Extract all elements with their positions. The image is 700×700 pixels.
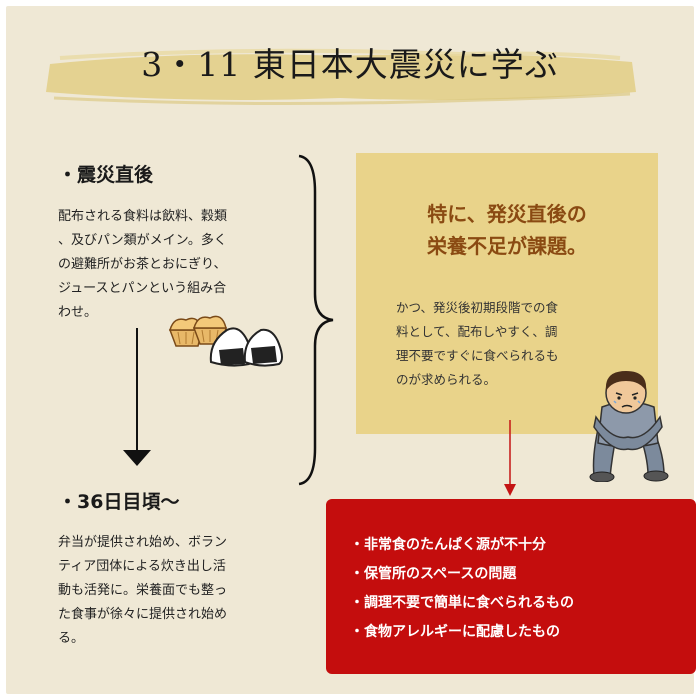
- section2-line: る。: [58, 631, 85, 646]
- issue-item: ・食物アレルギーに配慮したもの: [350, 624, 560, 640]
- section1-line: 、及びパン類がメイン。多く: [58, 233, 227, 248]
- highlight-heading-line: 栄養不足が課題。: [427, 234, 587, 258]
- timeline-arrow: [123, 328, 151, 466]
- worried-person-icon: [589, 371, 669, 482]
- highlight-line: のが求められる。: [396, 372, 497, 387]
- bread-icon: [168, 315, 227, 347]
- issue-item: ・非常食のたんぱく源が不十分: [350, 537, 546, 553]
- section2-text: 弁当が提供され始め、ボラン ティア団体による炊き出し活 動も活発に。栄養面でも整…: [58, 531, 227, 651]
- highlight-line: 料として、配布しやすく、調: [396, 324, 558, 339]
- section2-heading: ・36日目頃～: [58, 491, 180, 513]
- page-title: 3・11 東日本大震災に学ぶ: [141, 45, 559, 84]
- section2-line: た食事が徐々に提供され始め: [58, 607, 228, 622]
- section2-line: ティア団体による炊き出し活: [58, 559, 226, 574]
- section2-line: 弁当が提供され始め、ボラン: [58, 535, 228, 550]
- issue-item: ・調理不要で簡単に食べられるもの: [350, 595, 574, 611]
- issues-box: ・非常食のたんぱく源が不十分 ・保管所のスペースの問題 ・調理不要で簡単に食べら…: [326, 499, 696, 674]
- section1-line: の避難所がお茶とおにぎり、: [58, 257, 227, 272]
- highlight-line: 理不要ですぐに食べられるも: [396, 348, 559, 363]
- issue-item: ・保管所のスペースの問題: [350, 566, 517, 582]
- highlight-heading: 特に、発災直後の 栄養不足が課題。: [356, 198, 658, 262]
- section1-text: 配布される食料は飲料、穀類 、及びパン類がメイン。多く の避難所がお茶とおにぎり…: [58, 205, 227, 325]
- section2-line: 動も活発に。栄養面でも整っ: [58, 583, 228, 598]
- red-arrow: [504, 420, 516, 496]
- section1-line: わせ。: [58, 305, 98, 320]
- highlight-heading-line: 特に、発災直後の: [427, 202, 587, 226]
- section1-line: ジュースとパンという組み合: [58, 281, 227, 296]
- highlight-text: かつ、発災後初期段階での食 料として、配布しやすく、調 理不要ですぐに食べられる…: [396, 296, 618, 392]
- section1-heading: ・震災直後: [58, 164, 154, 186]
- curly-brace: [298, 154, 334, 486]
- section1-line: 配布される食料は飲料、穀類: [58, 209, 228, 224]
- title-brush-stroke: [46, 48, 636, 106]
- highlight-line: かつ、発災後初期段階での食: [396, 300, 559, 315]
- onigiri-icon: [209, 327, 283, 367]
